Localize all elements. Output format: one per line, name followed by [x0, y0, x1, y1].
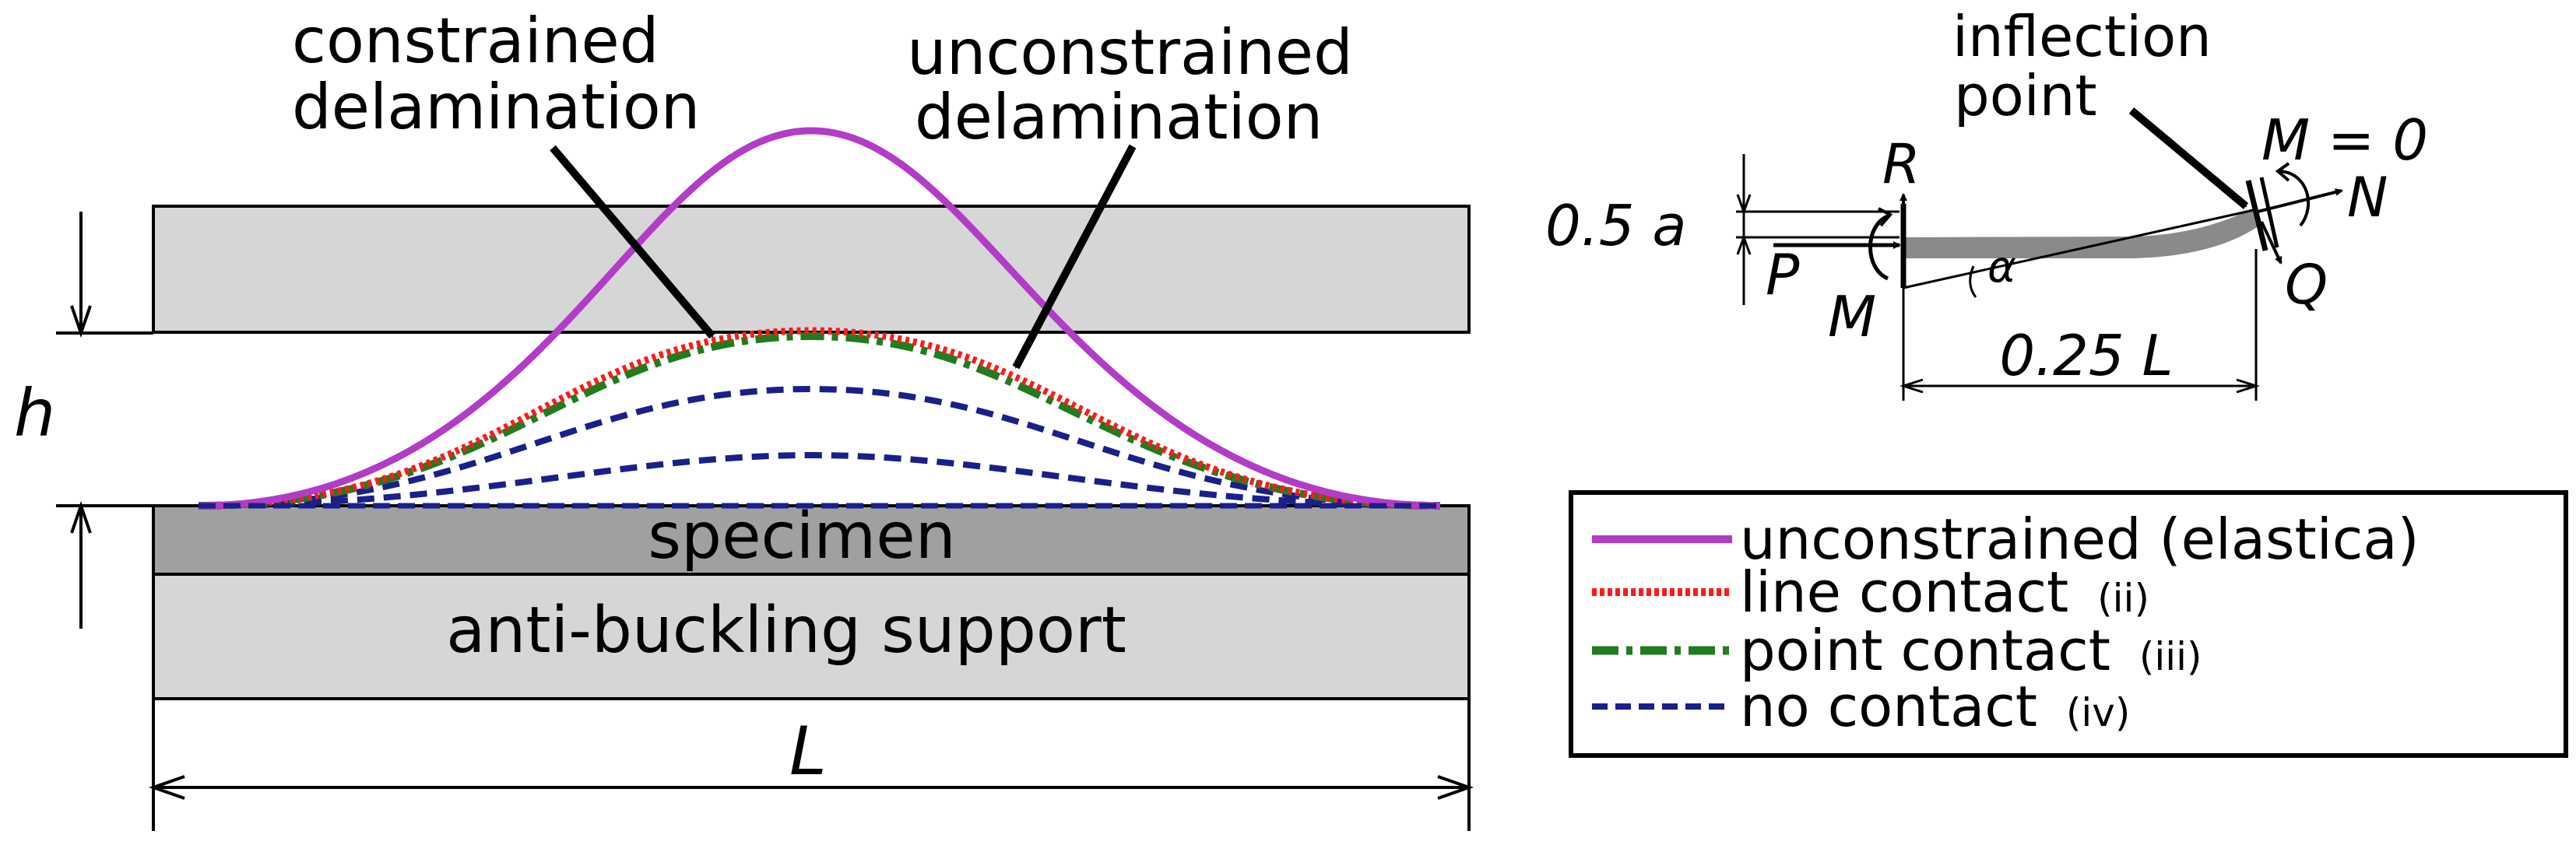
legend-box — [1569, 490, 2568, 758]
anti-buckling-support — [152, 573, 1471, 700]
legend-tag-point-contact: (iii) — [2139, 634, 2202, 679]
quarter-L-label: 0.25 L — [1999, 323, 2173, 388]
no-contact-curve-high — [198, 385, 1441, 509]
L-label: L — [789, 713, 827, 791]
half-a-arrowhead-bottom — [1736, 233, 1752, 255]
alpha-chord-line — [1903, 209, 2254, 289]
h-label: h — [14, 375, 55, 451]
right-cut-line-2 — [2259, 177, 2279, 248]
line-contact-curve — [198, 327, 1441, 510]
unconstrained-label-2: delamination — [915, 81, 1323, 153]
quarter-L-arrowhead-left — [1899, 378, 1924, 394]
beam-segment — [1903, 209, 2259, 258]
unconstrained-arrow — [1012, 144, 1137, 370]
legend-item-elastica: unconstrained (elastica) — [1592, 507, 2420, 572]
inflection-arrow — [2128, 107, 2249, 209]
svg-text:unconstrained (elastica): unconstrained (elastica) — [1740, 507, 2420, 572]
legend-item-no-contact: no contact (iv) — [1592, 674, 2130, 739]
svg-text:no contact (iv): no contact (iv) — [1740, 674, 2130, 739]
unconstrained-label-1: unconstrained — [907, 16, 1353, 89]
alpha-arc — [1969, 265, 1977, 298]
legend-label-elastica: unconstrained (elastica) — [1740, 507, 2420, 572]
svg-text:point contact (iii): point contact (iii) — [1740, 618, 2202, 683]
Q-arrow — [2260, 221, 2283, 265]
h-arrowhead-bottom — [70, 500, 92, 534]
M-label: M — [1828, 284, 1876, 349]
half-a-label: 0.5 a — [1545, 193, 1687, 258]
half-a-arrowhead-top — [1736, 194, 1752, 216]
upper-support-plate — [152, 205, 1471, 334]
no-contact-curve-low — [198, 451, 1441, 509]
svg-text:line contact (ii): line contact (ii) — [1740, 559, 2149, 625]
inflection-label-2: point — [1954, 63, 2097, 128]
support-label: anti-buckling support — [446, 594, 1126, 668]
legend-tag-line-contact: (ii) — [2097, 576, 2149, 621]
constrained-label-1: constrained — [292, 5, 659, 77]
specimen-label: specimen — [648, 500, 955, 573]
M0-moment-arc — [2279, 170, 2311, 227]
R-label: R — [1882, 132, 1921, 196]
h-arrowhead-top — [70, 305, 92, 338]
L-arrowhead-right — [1437, 775, 1474, 800]
alpha-label: α — [1987, 242, 2016, 293]
legend-label-point-contact: point contact — [1740, 618, 2110, 683]
M0-arrowhead — [2275, 162, 2290, 182]
quarter-L-arrowhead-right — [2236, 378, 2260, 394]
L-arrowhead-left — [148, 775, 185, 800]
legend-item-point-contact: point contact (iii) — [1592, 618, 2202, 683]
elastica-curve — [198, 127, 1441, 510]
M-eq-0-label: M = 0 — [2261, 107, 2428, 173]
right-cut-line — [2245, 180, 2268, 251]
constrained-arrow — [550, 145, 715, 339]
N-arrow — [2257, 188, 2343, 213]
P-label: P — [1766, 242, 1800, 307]
legend-item-line-contact: line contact (ii) — [1592, 559, 2149, 625]
inflection-label-1: inflection — [1952, 4, 2212, 69]
Q-label: Q — [2285, 253, 2328, 317]
M-moment-arc — [1868, 214, 1889, 281]
legend-label-line-contact: line contact — [1740, 559, 2068, 625]
N-label: N — [2347, 166, 2388, 230]
specimen-layer — [152, 504, 1471, 576]
constrained-label-2: delamination — [292, 71, 700, 143]
legend-tag-no-contact: (iv) — [2066, 690, 2131, 735]
legend-label-no-contact: no contact — [1740, 674, 2037, 739]
